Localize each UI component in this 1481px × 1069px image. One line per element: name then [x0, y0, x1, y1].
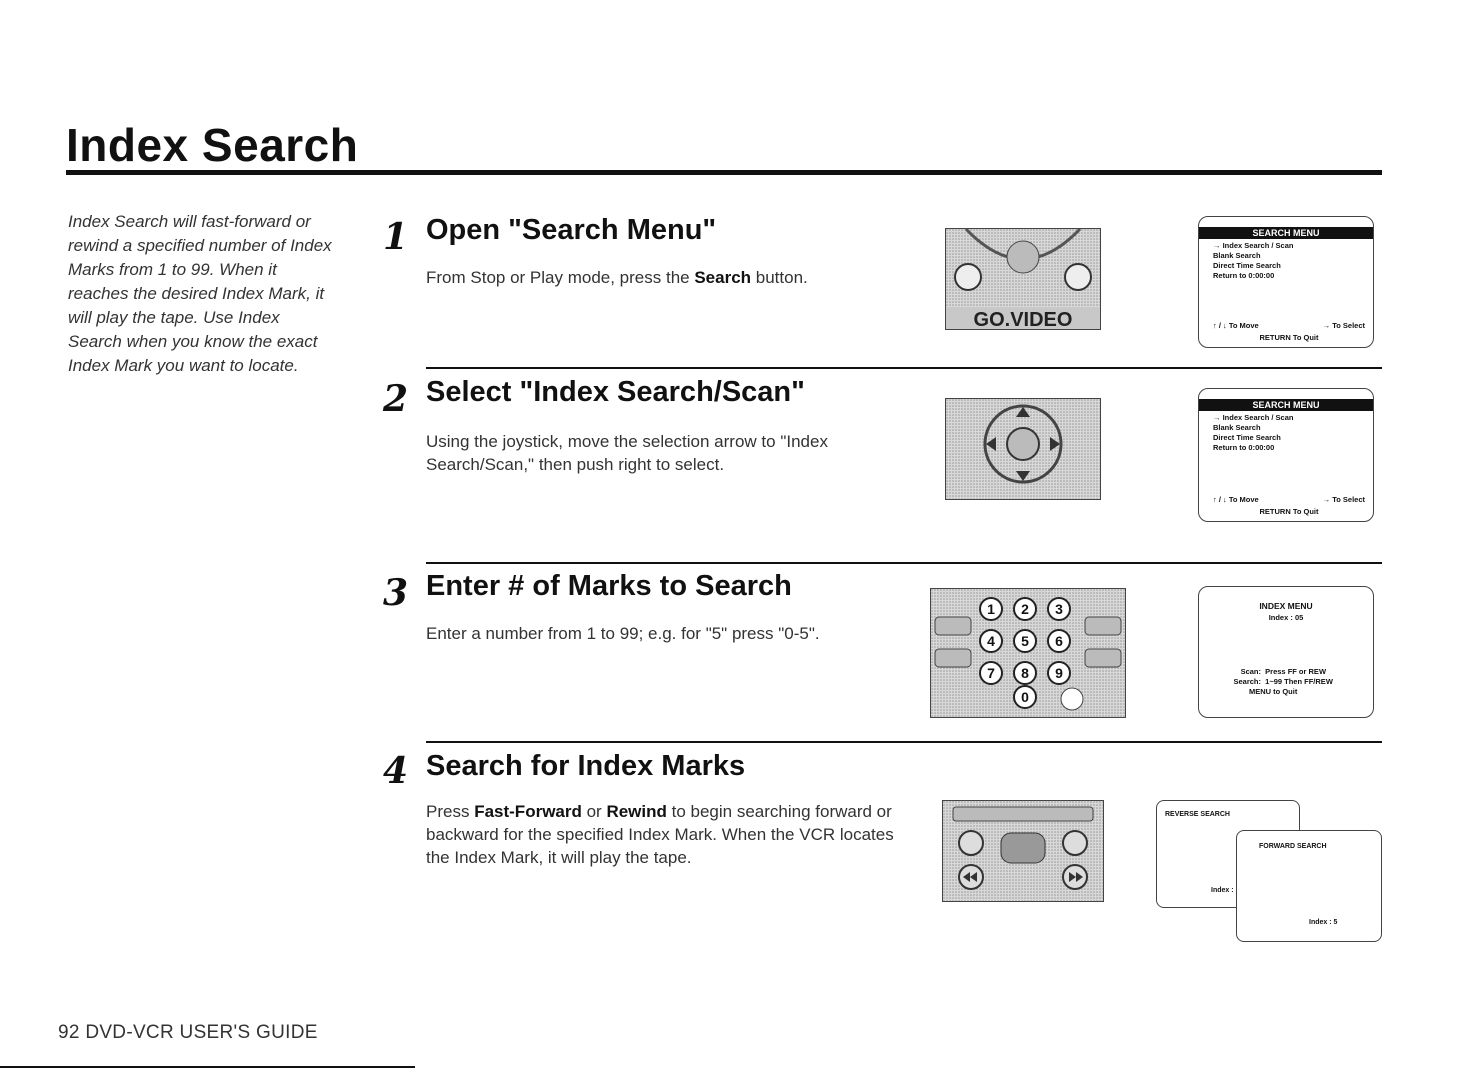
step-1-body: From Stop or Play mode, press the Search…: [426, 268, 808, 287]
menu-nav-hint: ↑ / ↓ To Move→ To Select: [1213, 321, 1365, 330]
fast-forward-label: Fast-Forward: [474, 802, 582, 821]
remote-image-joystick: [945, 398, 1101, 500]
reverse-search-header: REVERSE SEARCH: [1165, 811, 1230, 818]
menu-nav-hint: ↑ / ↓ To Move→ To Select: [1213, 495, 1365, 504]
remote-image-keypad: 1 2 3 4 5 6 7 8 9 0: [930, 588, 1126, 718]
keypad-key-0: [1013, 685, 1037, 709]
menu-item-blank-search: Blank Search: [1213, 251, 1261, 260]
menu-item-direct-time: Direct Time Search: [1213, 261, 1281, 270]
search-menu-screen-2: SEARCH MENU → Index Search / Scan Blank …: [1198, 388, 1374, 522]
step-4-number: 4: [383, 750, 409, 792]
keypad-key-4: [979, 629, 1003, 653]
keypad-key-5: [1013, 629, 1037, 653]
remote-logo: GO.VIDEO: [974, 309, 1073, 329]
search-button-label: Search: [694, 268, 752, 287]
title-rule: [66, 170, 1382, 175]
keypad-key-2: [1013, 597, 1037, 621]
page-title: Index Search: [66, 119, 359, 171]
index-value: Index : 05: [1268, 613, 1304, 622]
keypad-key-8: [1013, 661, 1037, 685]
menu-item-direct-time: Direct Time Search: [1213, 433, 1281, 442]
step-3-title: Enter # of Marks to Search: [426, 570, 792, 602]
menu-item-index-search: → Index Search / Scan: [1213, 241, 1294, 250]
intro-text: Index Search will fast-forward or rewind…: [68, 212, 332, 375]
step-1-number: 1: [383, 216, 409, 258]
forward-search-index: Index : 5: [1309, 919, 1338, 926]
keypad-key-label: 6: [1055, 633, 1063, 649]
menu-header: SEARCH MENU: [1199, 227, 1373, 239]
menu-item-return: Return to 0:00:00: [1213, 443, 1275, 452]
reverse-search-index: Index :: [1211, 887, 1234, 894]
keypad-key-1: [979, 597, 1003, 621]
step-3-body: Enter a number from 1 to 99; e.g. for "5…: [426, 624, 820, 643]
step-4-title: Search for Index Marks: [426, 750, 746, 782]
step-1-title: Open "Search Menu": [426, 214, 717, 246]
search-menu-screen-1: SEARCH MENU → Index Search / Scan Blank …: [1198, 216, 1374, 348]
keypad-key-label: 5: [1021, 633, 1029, 649]
step-4-body: Press Fast-Forward or Rewind to begin se…: [426, 802, 894, 867]
keypad-key-label: 4: [987, 633, 995, 649]
menu-header: SEARCH MENU: [1199, 399, 1373, 411]
menu-item-blank-search: Blank Search: [1213, 423, 1261, 432]
keypad-key-label: 1: [987, 601, 995, 617]
step-2-number: 2: [383, 378, 409, 420]
remote-image-search: GO.VIDEO: [945, 228, 1101, 330]
keypad-key-label: 3: [1055, 601, 1063, 617]
keypad-key-label: 7: [987, 665, 995, 681]
forward-search-header: FORWARD SEARCH: [1259, 843, 1327, 850]
keypad-key-label: 9: [1055, 665, 1063, 681]
step-2-body: Using the joystick, move the selection a…: [426, 432, 828, 474]
keypad-key-label: 0: [1021, 689, 1029, 705]
keypad-key-label: 2: [1021, 601, 1029, 617]
step-divider: [426, 562, 1382, 564]
page-footer: 92 DVD-VCR USER'S GUIDE: [58, 1022, 318, 1043]
keypad-key-7: [979, 661, 1003, 685]
keypad-key-label: 8: [1021, 665, 1029, 681]
menu-quit-hint: RETURN To Quit: [1259, 507, 1319, 516]
keypad-key-3: [1047, 597, 1071, 621]
index-menu-instructions: Scan: Press FF or REW Search: 1~99 Then …: [1233, 667, 1333, 696]
forward-search-screen: FORWARD SEARCH Index : 5: [1236, 830, 1382, 942]
menu-item-return: Return to 0:00:00: [1213, 271, 1275, 280]
keypad-key-6: [1047, 629, 1071, 653]
menu-quit-hint: RETURN To Quit: [1259, 333, 1319, 342]
step-divider: [426, 741, 1382, 743]
index-menu-screen: INDEX MENU Index : 05 Scan: Press FF or …: [1198, 586, 1374, 718]
menu-item-index-search: → Index Search / Scan: [1213, 413, 1294, 422]
keypad-key-9: [1047, 661, 1071, 685]
step-3-number: 3: [383, 572, 409, 614]
bottom-rule: [0, 1066, 415, 1068]
index-menu-header: INDEX MENU: [1259, 601, 1313, 611]
rewind-label: Rewind: [606, 802, 667, 821]
step-divider: [426, 367, 1382, 369]
step-2-title: Select "Index Search/Scan": [426, 376, 805, 408]
remote-image-transport: [942, 800, 1104, 902]
